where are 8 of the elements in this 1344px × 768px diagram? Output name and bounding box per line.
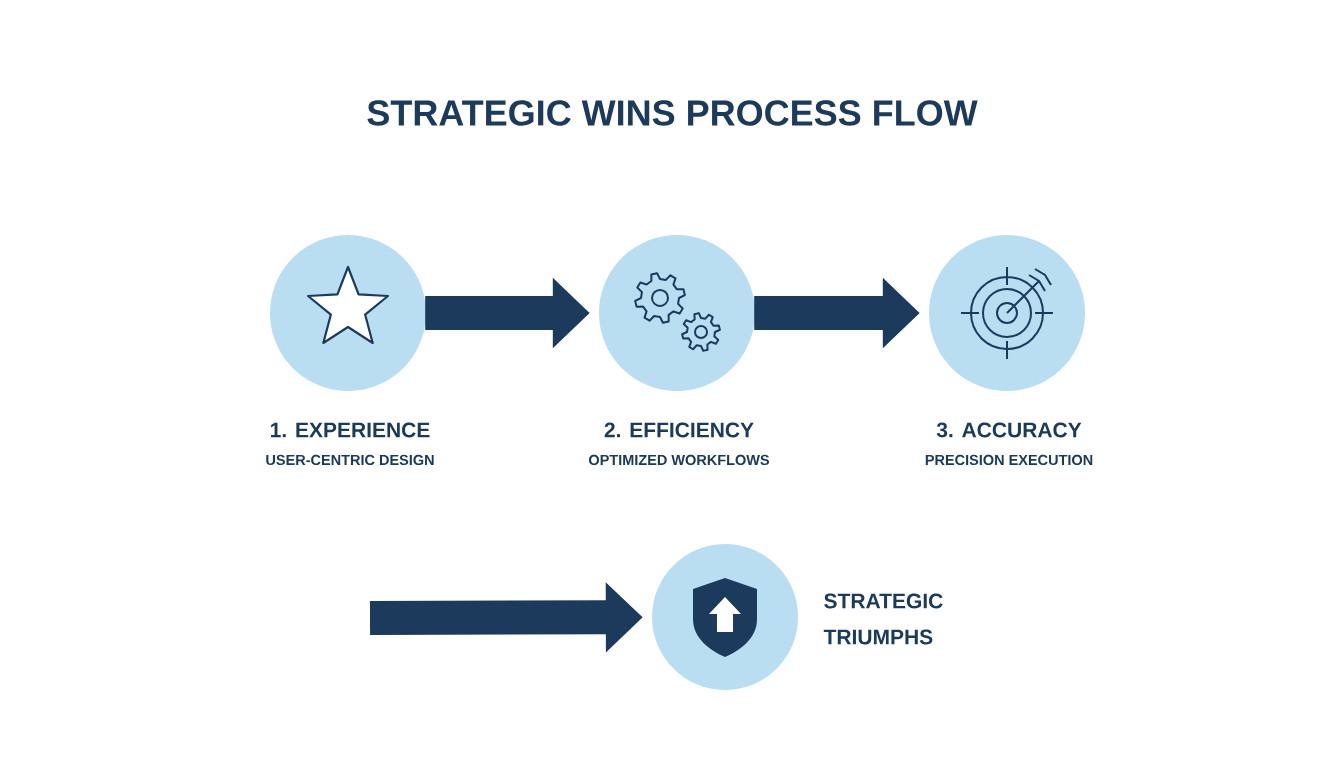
step-subtitle: USER-CENTRIC DESIGN [266,454,434,466]
step-heading: 1. EXPERIENCE [271,422,430,438]
title: STRATEGIC WINS PROCESS FLOW [367,100,978,126]
step-heading: 3. ACCURACY [936,422,1082,438]
step-heading: 2. EFFICIENCY [604,422,754,438]
step-subtitle: OPTIMIZED WORKFLOWS [589,454,770,466]
step-subtitle: PRECISION EXECUTION [925,454,1093,466]
outcome-heading: STRATEGIC TRIUMPHS [823,593,943,645]
